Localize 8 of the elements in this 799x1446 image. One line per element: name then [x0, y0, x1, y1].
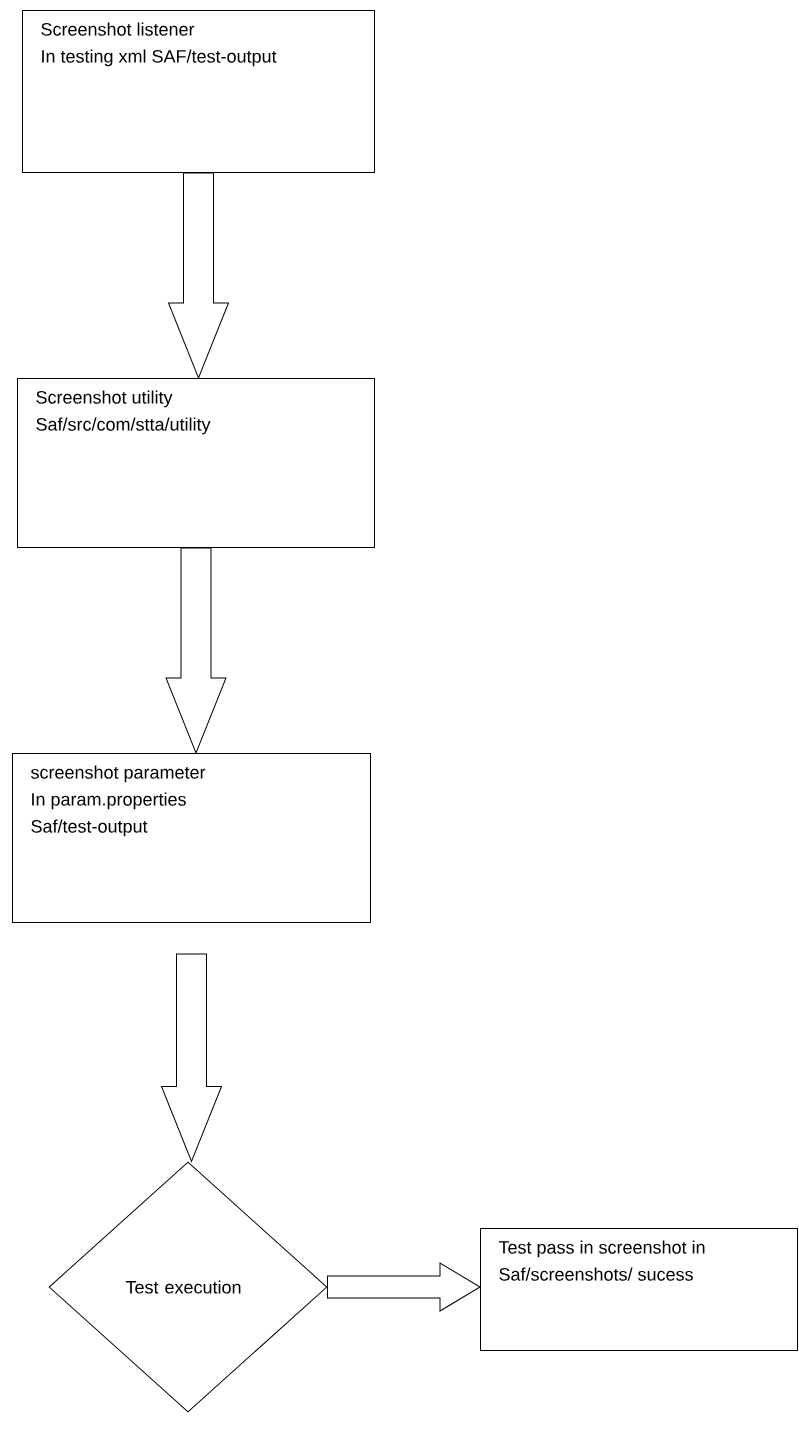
block-arrow [161, 953, 222, 1162]
process-box: Screenshot utility Saf/src/com/stta/utility [17, 378, 375, 548]
process-box: Screenshot listener In testing xml SAF/test-output [22, 10, 375, 173]
process-box: screenshot parameter In param.properties Saf/test-output [12, 753, 371, 923]
process-box: Test pass in screenshot in Saf/screenshots/ sucess [480, 1228, 798, 1351]
block-arrow [168, 172, 229, 379]
block-arrow [165, 547, 227, 754]
block-arrow [327, 1262, 481, 1312]
